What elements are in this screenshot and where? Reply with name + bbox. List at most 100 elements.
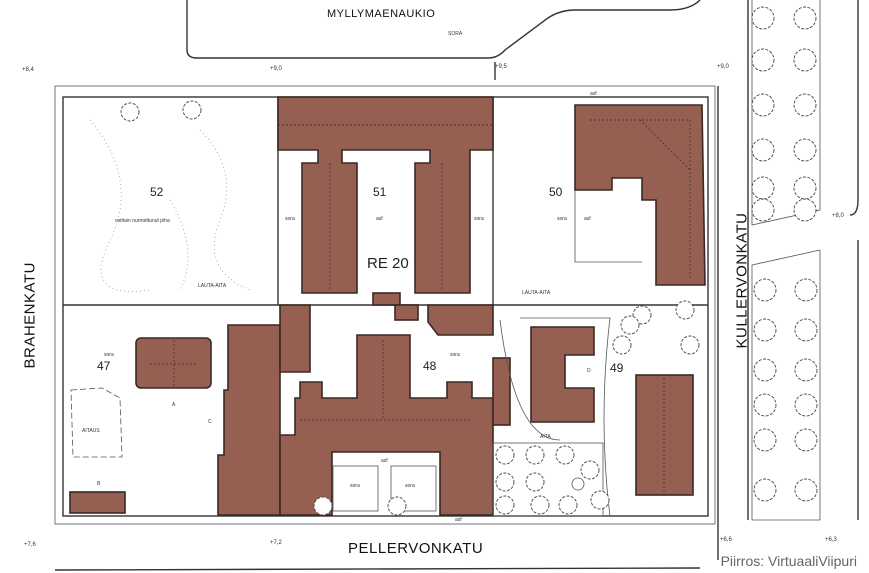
label-asf-50: asf bbox=[584, 216, 591, 222]
tree-icon bbox=[794, 428, 818, 452]
label-d: D bbox=[587, 368, 591, 374]
tree-icon bbox=[793, 138, 817, 162]
street-myllymaenaukio: MYLLYMAENAUKIO bbox=[327, 8, 436, 20]
tree-icon bbox=[555, 445, 575, 465]
label-fence-2: LAUTA-AITA bbox=[522, 290, 551, 296]
tree-icon bbox=[794, 278, 818, 302]
tree-icon bbox=[751, 176, 775, 200]
plot-51: 51 bbox=[373, 185, 387, 199]
lawn-texture bbox=[89, 119, 251, 292]
label-fence-3: AITA bbox=[540, 434, 551, 440]
tree-icon bbox=[753, 318, 777, 342]
square-curb bbox=[186, 0, 701, 59]
label-pen: AITAUS bbox=[82, 428, 100, 434]
elevation-2: +9,0 bbox=[270, 66, 282, 72]
label-sora-47: sora bbox=[104, 352, 114, 358]
tree-icon bbox=[751, 48, 775, 72]
tree-icon bbox=[793, 93, 817, 117]
label-sora-court-1: sora bbox=[350, 483, 360, 489]
tree-icon bbox=[558, 495, 578, 515]
building-48-northeast bbox=[427, 304, 494, 336]
tree-icon bbox=[612, 335, 632, 355]
street-brahenkatu: BRAHENKATU bbox=[21, 262, 39, 369]
tree-icon bbox=[793, 176, 817, 200]
tree-icon bbox=[530, 495, 550, 515]
label-sora-51b: sora bbox=[474, 216, 484, 222]
tree-icon bbox=[580, 460, 600, 480]
plot-48: 48 bbox=[423, 359, 437, 373]
plot-52: 52 bbox=[150, 185, 164, 199]
building-48 bbox=[279, 334, 494, 516]
building-long-west bbox=[217, 324, 281, 516]
label-asf-street: asf bbox=[455, 517, 462, 523]
elevation-1: +8,4 bbox=[22, 67, 34, 73]
label-b: B bbox=[97, 481, 101, 487]
tree-icon bbox=[793, 198, 817, 222]
median-curb-top bbox=[751, 0, 821, 226]
building-49-east bbox=[635, 374, 694, 496]
path-49 bbox=[499, 317, 611, 517]
tree-icon bbox=[753, 358, 777, 382]
plot-50: 50 bbox=[549, 185, 563, 199]
tree-icon bbox=[794, 358, 818, 382]
trees bbox=[120, 6, 818, 516]
tree-icon bbox=[495, 445, 515, 465]
street-kullervonkatu: KULLERVONKATU bbox=[733, 212, 751, 349]
label-sora-48: sora bbox=[450, 352, 460, 358]
buildings bbox=[69, 96, 706, 516]
block-label: RE 20 bbox=[367, 255, 409, 272]
building-48-east bbox=[492, 357, 511, 426]
fence-49 bbox=[492, 442, 604, 517]
courtyard-sora-1 bbox=[332, 465, 379, 512]
tree-icon bbox=[495, 495, 515, 515]
elevation-5: +8,0 bbox=[832, 213, 844, 219]
label-a: A bbox=[172, 402, 176, 408]
courtyard-sora-2 bbox=[390, 465, 437, 512]
pen-outline bbox=[70, 387, 123, 458]
elevation-7: +7,2 bbox=[270, 540, 282, 546]
tree-icon bbox=[120, 102, 140, 122]
parcel-50-yard bbox=[574, 190, 642, 263]
building-51-annex2 bbox=[394, 304, 419, 321]
tree-icon bbox=[751, 93, 775, 117]
tree-icon bbox=[495, 472, 515, 492]
tree-icon bbox=[525, 472, 545, 492]
tree-icon bbox=[313, 496, 333, 516]
building-51-annex bbox=[372, 292, 401, 306]
label-fence-1: LAUTA-AITA bbox=[198, 283, 227, 289]
tree-icon bbox=[794, 478, 818, 502]
plot-47: 47 bbox=[97, 359, 111, 373]
building-47 bbox=[135, 337, 212, 389]
drawing-credit: Piirros: VirtuaaliViipuri bbox=[720, 553, 857, 569]
tree-icon bbox=[793, 48, 817, 72]
building-51 bbox=[277, 96, 494, 294]
street-pellervonkatu: PELLERVONKATU bbox=[348, 540, 484, 557]
tree-icon bbox=[751, 6, 775, 30]
building-b bbox=[69, 491, 126, 514]
tree-icon bbox=[793, 6, 817, 30]
label-asf-court: asf bbox=[381, 458, 388, 464]
tree-icon bbox=[590, 490, 610, 510]
tree-icon bbox=[794, 318, 818, 342]
elevation-8: +6,6 bbox=[720, 537, 732, 543]
label-sora-51a: sora bbox=[285, 216, 295, 222]
tree-icon bbox=[753, 478, 777, 502]
tree-icon bbox=[525, 445, 545, 465]
label-top-sora: SORA bbox=[448, 31, 463, 37]
building-50 bbox=[574, 104, 706, 286]
median-curb-bottom bbox=[751, 249, 821, 521]
tree-icon bbox=[751, 198, 775, 222]
label-lawn: osittain nurmettunut piha bbox=[115, 218, 170, 224]
tree-icon bbox=[753, 428, 777, 452]
elevation-4: +9,0 bbox=[717, 64, 729, 70]
tree-icon bbox=[680, 335, 700, 355]
building-48-west bbox=[279, 304, 311, 373]
label-asf-50-top: asf bbox=[590, 91, 597, 97]
block-boundary bbox=[54, 85, 716, 525]
elevation-6: +7,6 bbox=[24, 542, 36, 548]
label-c: C bbox=[208, 419, 212, 425]
tree-icon bbox=[182, 100, 202, 120]
label-asf-51: asf bbox=[376, 216, 383, 222]
